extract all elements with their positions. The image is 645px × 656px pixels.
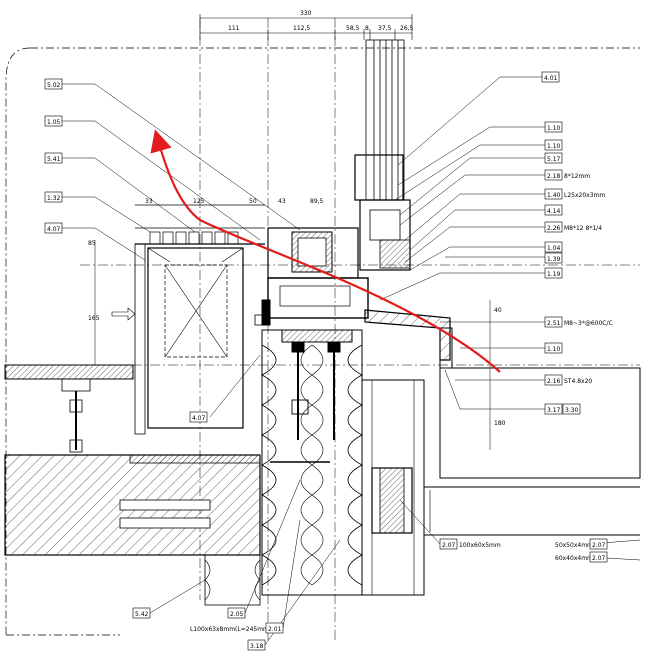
label-right-14: ST4.8x20 bbox=[564, 378, 592, 385]
dim-side-3: 50 bbox=[249, 198, 257, 205]
label-bottom-2: L100x63x8mm(L=245mm) bbox=[190, 626, 271, 633]
tag-right-14: 2.16 bbox=[547, 378, 561, 385]
tag-left-5: 4.07 bbox=[47, 226, 61, 233]
label-right-5: 8*12mm bbox=[564, 173, 590, 180]
dim-top-5: 37,5 bbox=[378, 25, 392, 32]
tag-right-4: 5.17 bbox=[547, 156, 561, 163]
top-dimension-chain bbox=[199, 14, 413, 40]
tag-left-2: 1.05 bbox=[47, 119, 61, 126]
sill-flashing bbox=[364, 309, 453, 369]
leader-lines bbox=[62, 76, 641, 646]
tag-right-9: 1.04 bbox=[547, 245, 561, 252]
dim-top-2: 112,5 bbox=[293, 25, 310, 32]
tag-right-8: 2.26 bbox=[547, 225, 561, 232]
right-tags: 4.01 1.10 1.10 5.17 2.18 8*12mm 1.40 L25… bbox=[541, 71, 613, 415]
dim-side-6: 85 bbox=[88, 240, 96, 247]
transom-profile bbox=[254, 227, 369, 326]
tag-left-3: 5.41 bbox=[47, 156, 61, 163]
floor-slab-left bbox=[4, 364, 134, 453]
tag-right-7: 4.14 bbox=[547, 208, 561, 215]
tag-bottom-4: 3.18 bbox=[250, 643, 264, 650]
label-right-8: M8*12 8*1/4 bbox=[564, 225, 602, 232]
insulation-cavity bbox=[261, 329, 363, 596]
bottom-tags: 4.07 5.42 2.05 L100x63x8mm(L=245mm) 2.01… bbox=[132, 411, 608, 651]
tag-right-12: 2.51 bbox=[547, 320, 561, 327]
dim-side-5: 89,5 bbox=[310, 198, 324, 205]
tag-right-2: 1.10 bbox=[547, 125, 561, 132]
tag-bottom-extra: 4.07 bbox=[192, 415, 206, 422]
label-right-6: L25x20x3mm bbox=[564, 192, 605, 199]
tag-left-4: 1.32 bbox=[47, 195, 61, 202]
tag-right-11: 1.19 bbox=[547, 271, 561, 278]
tag-bottom-5: 2.07 bbox=[442, 542, 456, 549]
tag-right-5: 2.18 bbox=[547, 173, 561, 180]
steel-bracket bbox=[270, 329, 353, 463]
dim-top-1: 111 bbox=[228, 25, 240, 32]
tag-right-16: 3.30 bbox=[565, 407, 579, 414]
label-bottom-7: 60x40x4mm bbox=[555, 555, 593, 562]
tag-right-10: 1.39 bbox=[547, 256, 561, 263]
steel-beam bbox=[424, 486, 640, 536]
tag-bottom-7: 2.07 bbox=[592, 555, 606, 562]
duct-box bbox=[111, 243, 244, 435]
tag-right-6: 1.40 bbox=[547, 192, 561, 199]
dim-side-2: 125 bbox=[193, 198, 205, 205]
red-arrow-annotation bbox=[150, 129, 501, 373]
dim-side-8: 40 bbox=[494, 307, 502, 314]
boundary-frame bbox=[5, 47, 640, 636]
steel-column bbox=[361, 367, 641, 596]
dim-top-4: 8 bbox=[365, 25, 369, 32]
dim-overall: 330 bbox=[300, 10, 312, 17]
tag-bottom-6: 2.07 bbox=[592, 542, 606, 549]
dim-top-3: 58,5 bbox=[346, 25, 360, 32]
left-tags: 5.02 1.05 5.41 1.32 4.07 bbox=[44, 78, 63, 234]
label-bottom-6: 50x50x4mm bbox=[555, 542, 593, 549]
tag-bottom-3: 2.01 bbox=[268, 626, 282, 633]
glazing-mullion bbox=[354, 39, 411, 271]
dim-side-9: 180 bbox=[494, 420, 506, 427]
concrete-slab bbox=[4, 454, 261, 556]
bottom-insulation bbox=[204, 554, 261, 606]
tag-right-13: 1.10 bbox=[547, 346, 561, 353]
dim-side-4: 43 bbox=[278, 198, 286, 205]
label-bottom-5: 100x60x5mm bbox=[459, 542, 501, 549]
tag-right-3: 1.10 bbox=[547, 143, 561, 150]
dim-side-1: 33 bbox=[145, 198, 153, 205]
tag-right-15: 3.17 bbox=[547, 407, 561, 414]
tag-left-1: 5.02 bbox=[47, 82, 61, 89]
label-right-12: M8~3*@600C/C bbox=[564, 320, 613, 327]
dim-side-7: 165 bbox=[88, 315, 100, 322]
tag-bottom-2: 2.05 bbox=[230, 611, 244, 618]
dim-top-6: 26,5 bbox=[400, 25, 414, 32]
tag-right-1: 4.01 bbox=[544, 75, 558, 82]
tag-bottom-1: 5.42 bbox=[135, 611, 149, 618]
